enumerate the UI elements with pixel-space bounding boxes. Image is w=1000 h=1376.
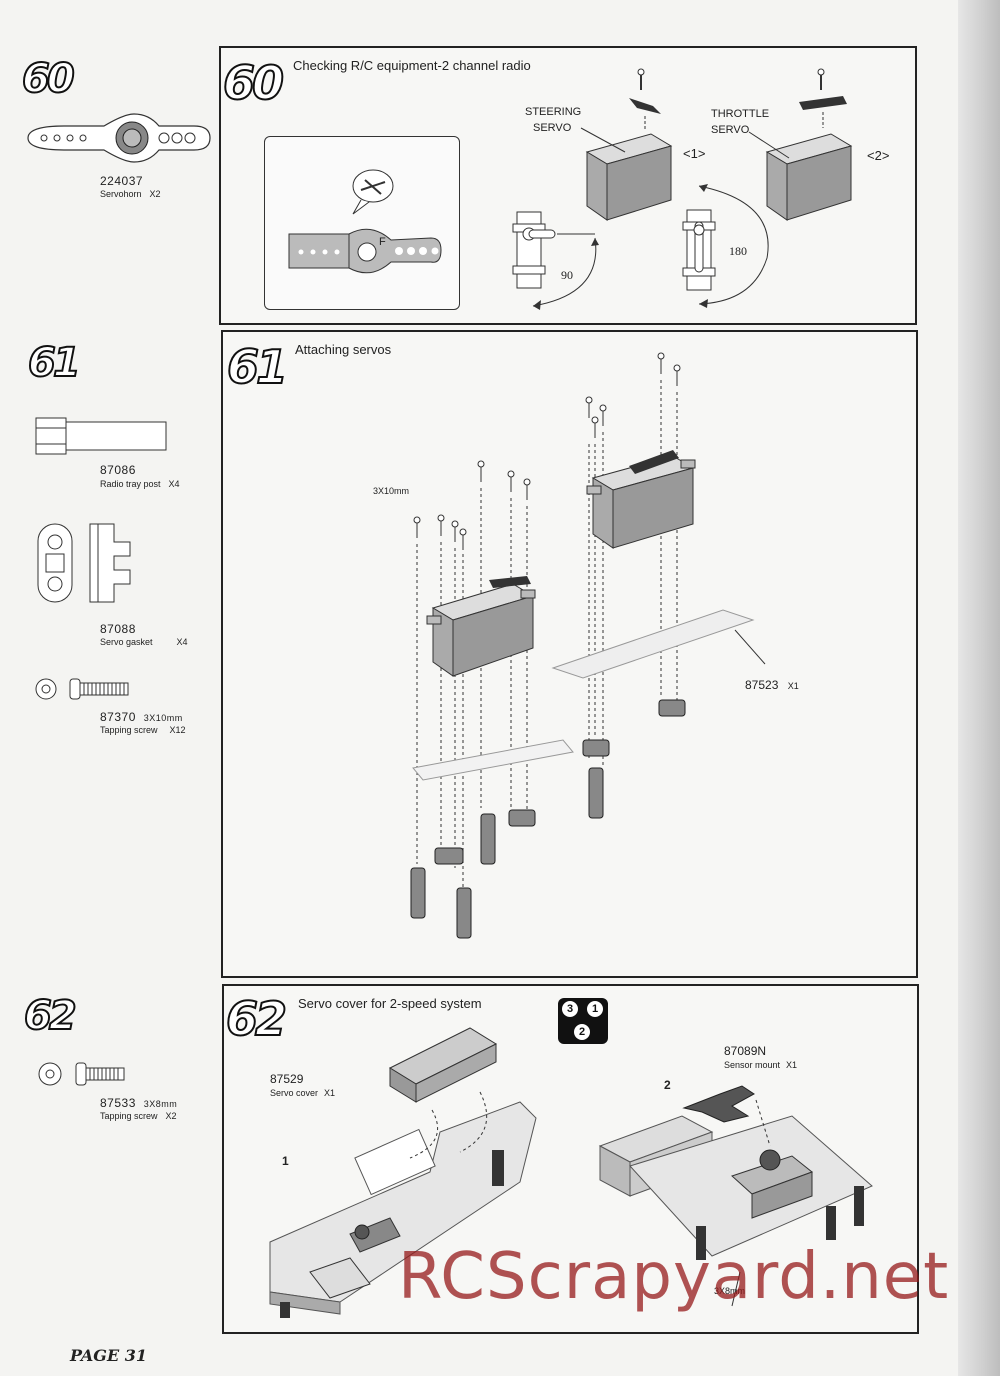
cover-part-name: Servo cover [270, 1088, 319, 1098]
part-number: 87533 [100, 1096, 136, 1110]
substep-1-label: 1 [282, 1154, 289, 1168]
mount-part-number: 87089N [724, 1044, 767, 1058]
step-62-title: Servo cover for 2-speed system [298, 996, 482, 1011]
part-name: Tapping screw [100, 1111, 158, 1121]
steering-label-2: SERVO [533, 122, 572, 134]
part-number-87533: 87533 3X8mm [100, 1096, 177, 1110]
mount-part-qty: X1 [786, 1060, 798, 1070]
page-edge-shadow [958, 0, 1000, 1376]
part-qty: X12 [169, 725, 186, 735]
step-62-badge: 62 [225, 991, 288, 1047]
tray-part-number: 87523 [745, 678, 779, 692]
substep-2-label: 2 [664, 1078, 671, 1092]
tapping-screw-3x10-illustration [35, 678, 129, 700]
part-desc-87086: Radio tray post X4 [100, 479, 180, 489]
part-number-87088: 87088 [100, 622, 136, 636]
servohorn-illustration [27, 113, 211, 163]
screw-3x8-label: 3X8mm [714, 1286, 746, 1296]
sequence-step-c: 2 [574, 1024, 590, 1040]
servo-mounting-exploded-view [410, 352, 766, 939]
step-60-badge: 60 [222, 55, 285, 111]
step-60-panel: 60 Checking R/C equipment-2 channel radi… [219, 46, 917, 325]
part-number-87370: 87370 3X10mm [100, 710, 183, 724]
part-number-87086: 87086 [100, 463, 136, 477]
step-61-badge-left: 61 [27, 339, 82, 387]
part-name: Radio tray post [100, 479, 161, 489]
step-62-badge-left: 62 [23, 992, 78, 1040]
step-61-badge: 61 [226, 339, 289, 395]
watermark-text: RCScrapyard.net [398, 1240, 950, 1314]
channel-2-label: <2> [867, 148, 890, 163]
radio-tray-post-illustration [35, 417, 167, 455]
servo-90-degree-diagram [512, 211, 599, 310]
part-desc-87533: Tapping screw X2 [100, 1111, 177, 1121]
tray-part-qty: X1 [787, 681, 799, 691]
mount-part-name: Sensor mount [724, 1060, 781, 1070]
part-size: 3X10mm [143, 713, 183, 723]
cover-part-qty: X1 [324, 1088, 336, 1098]
sequence-order-badge: 3 1 2 [558, 998, 608, 1044]
part-number-224037: 224037 [100, 174, 144, 188]
part-name: Tapping screw [100, 725, 158, 735]
steering-label-1: STEERING [525, 106, 582, 118]
part-name: Servo gasket [100, 637, 153, 647]
throttle-label-2: SERVO [711, 124, 750, 136]
cover-part-number: 87529 [270, 1072, 304, 1086]
throttle-leader-line [748, 131, 790, 159]
servo-gasket-illustration [37, 523, 131, 603]
throttle-label-1: THROTTLE [711, 108, 770, 120]
servo-cover-install-illustration [269, 1027, 537, 1318]
steering-servo-illustration [585, 68, 673, 221]
angle-180-label: 180 [729, 244, 747, 258]
part-qty: X4 [176, 637, 188, 647]
part-qty: X2 [149, 189, 161, 199]
tray-part-label: 87523 X1 [745, 678, 799, 692]
cover-part-desc: Servo cover X1 [270, 1088, 335, 1098]
sequence-step-a: 3 [562, 1001, 578, 1017]
servo-180-degree-diagram [682, 184, 769, 308]
part-size: 3X8mm [143, 1099, 178, 1109]
step-62-panel: 62 Servo cover for 2-speed system 3 1 2 … [222, 984, 919, 1334]
sensor-mount-install-illustration [598, 1085, 873, 1307]
screw-size-label: 3X10mm [373, 486, 410, 496]
sequence-step-b: 1 [587, 1001, 603, 1017]
step-61-title: Attaching servos [295, 342, 392, 357]
horn-mark-f: F [379, 236, 386, 248]
angle-90-label: 90 [561, 268, 573, 282]
channel-1-label: <1> [683, 146, 706, 161]
part-desc-servohorn: Servohorn X2 [100, 189, 161, 199]
step-60-badge-left: 60 [21, 55, 76, 103]
horn-inset-illustration [288, 169, 442, 274]
page-number: PAGE 31 [70, 1346, 147, 1365]
horn-inset-box [264, 136, 460, 310]
mount-part-desc: Sensor mount X1 [724, 1060, 797, 1070]
part-qty: X2 [165, 1111, 177, 1121]
step-60-title: Checking R/C equipment-2 channel radio [293, 58, 531, 73]
throttle-servo-illustration [765, 68, 853, 221]
part-desc-87088: Servo gasket X4 [100, 637, 188, 647]
part-desc-87370: Tapping screw X12 [100, 725, 186, 735]
part-number: 87370 [100, 710, 136, 724]
tapping-screw-3x8-illustration [38, 1062, 125, 1086]
step-61-panel: 61 Attaching servos 3X10mm [221, 330, 918, 978]
part-qty: X4 [168, 479, 180, 489]
steering-leader-line [580, 127, 626, 153]
part-name: Servohorn [100, 189, 142, 199]
